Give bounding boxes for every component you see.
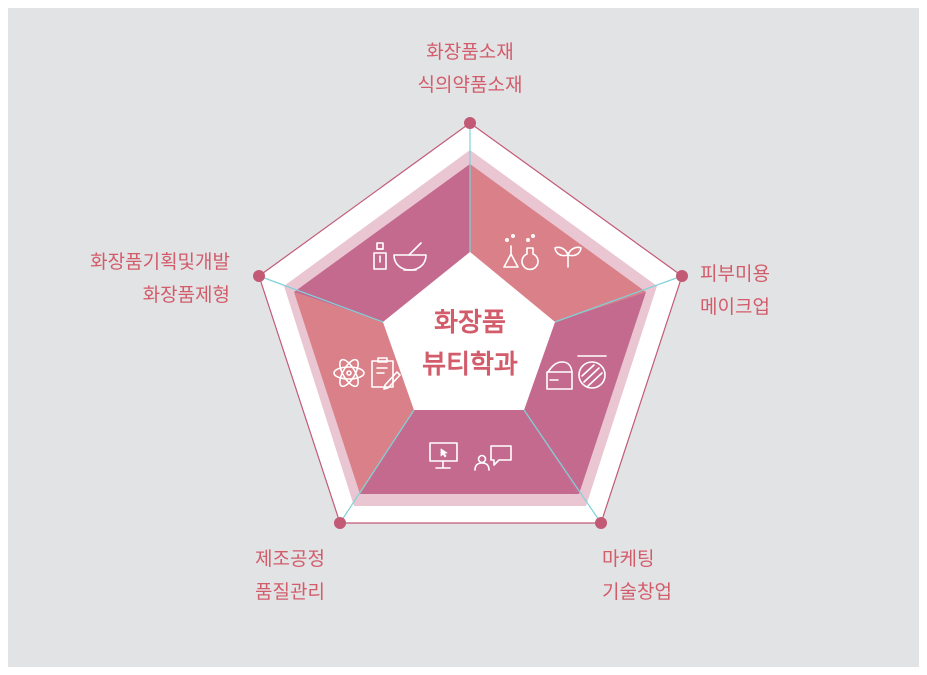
center-title-line1: 화장품 — [434, 308, 506, 338]
vertex-dot-bottom-left — [334, 517, 346, 529]
label-top-line1: 화장품소재 — [426, 41, 514, 63]
sprout-icon — [554, 246, 582, 268]
monitor-cursor-icon — [429, 442, 458, 469]
label-top-line2: 식의약품소재 — [417, 74, 523, 96]
label-right-line1: 피부미용 — [700, 263, 770, 285]
vertex-dot-bottom-right — [595, 517, 607, 529]
axis-lines — [258, 123, 683, 524]
label-bottom-right-line1: 마케팅 — [602, 548, 655, 570]
label-bottom-left: 제조공정 품질관리 — [255, 543, 325, 609]
person-chat-icon — [474, 445, 512, 471]
segment-top — [470, 164, 646, 322]
vertex-dots — [253, 117, 688, 529]
vertex-dot-left — [253, 270, 265, 282]
label-bottom-left-line2: 품질관리 — [255, 581, 325, 603]
atom-icon — [333, 358, 365, 388]
center-title: 화장품 뷰티학과 — [370, 302, 570, 386]
inner-pentagon — [383, 252, 555, 410]
compact-powder-icon — [577, 355, 607, 389]
flasks-icon — [503, 234, 539, 271]
label-left: 화장품기획및개발 화장품제형 — [30, 246, 230, 312]
vertex-dot-top — [464, 117, 476, 129]
cream-jar-icon — [546, 361, 573, 390]
label-right-line2: 메이크업 — [700, 296, 770, 318]
label-left-line2: 화장품제형 — [142, 284, 230, 306]
dropper-bottle-icon — [373, 242, 387, 270]
label-right: 피부미용 메이크업 — [700, 258, 770, 324]
label-bottom-right: 마케팅 기술창업 — [602, 543, 672, 609]
center-title-line2: 뷰티학과 — [422, 350, 518, 380]
segment-bottom-left — [294, 292, 414, 494]
label-left-line1: 화장품기획및개발 — [90, 251, 230, 273]
segment-right — [524, 292, 646, 494]
vertex-dot-right — [676, 270, 688, 282]
label-top: 화장품소재 식의약품소재 — [370, 36, 570, 102]
segment-bottom-right — [360, 410, 579, 494]
label-bottom-left-line1: 제조공정 — [255, 548, 325, 570]
label-bottom-right-line2: 기술창업 — [602, 581, 672, 603]
mortar-pestle-icon — [393, 242, 427, 271]
clipboard-pencil-icon — [371, 357, 401, 390]
